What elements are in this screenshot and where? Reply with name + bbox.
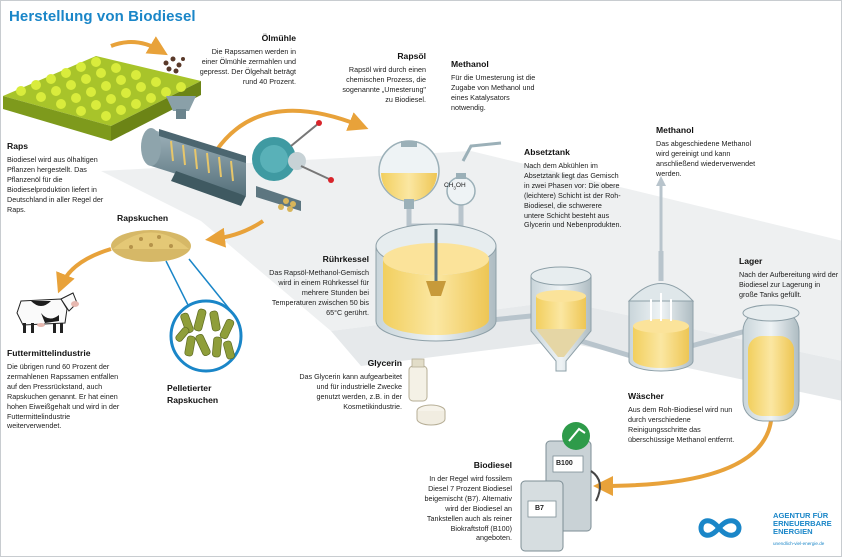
logo-text: AGENTUR FÜR ERNEUERBARE ENERGIEN <box>773 511 832 536</box>
page-title: Herstellung von Biodiesel <box>9 8 196 25</box>
settling-tank <box>530 266 592 372</box>
storage-tank <box>742 304 800 422</box>
rapeseed-oil-flask <box>378 140 440 209</box>
label-futtermittelindustrie: Futtermittelindustrie Die übrigen rund 6… <box>7 348 120 431</box>
methanol-formula: CH3OH <box>444 182 466 191</box>
label-ruehrkessel: Rührkessel Das Rapsöl-Methanol-Gemisch w… <box>269 254 369 317</box>
label-absetztank: Absetztank Nach dem Abkühlen im Absetzta… <box>524 147 622 230</box>
methanol-return-pipe <box>656 176 666 279</box>
washer-tank <box>627 283 695 372</box>
pellet-magnifier <box>165 258 243 373</box>
label-glycerin: Glycerin Das Glycerin kann aufgearbeitet… <box>299 358 402 411</box>
arrow-mill-to-cake <box>205 219 265 248</box>
arrow-storage-to-pump <box>593 420 773 496</box>
fuel-pump-icon <box>520 422 601 552</box>
pump-label-b7: B7 <box>535 505 544 512</box>
oil-mill-machine <box>141 96 334 212</box>
glycerin-products <box>408 358 446 426</box>
cow-icon <box>16 292 79 333</box>
arrow-cake-to-cow <box>56 247 112 294</box>
label-raps: Raps Biodiesel wird aus ölhaltigen Pflan… <box>7 141 104 214</box>
label-waescher: Wäscher Aus dem Roh-Biodiesel wird nun d… <box>628 391 735 444</box>
stirred-reactor <box>375 223 497 342</box>
arrow-field-to-mill <box>110 36 168 56</box>
methanol-flask <box>446 141 502 206</box>
label-lager: Lager Nach der Aufbereitung wird der Bio… <box>739 256 839 299</box>
label-methanol-1: Methanol Für die Umesterung ist die Zuga… <box>451 59 536 112</box>
pump-label-b100: B100 <box>556 460 573 467</box>
label-rapsoel: Rapsöl Rapsöl wird durch einen chemische… <box>342 51 426 104</box>
label-rapskuchen: Rapskuchen <box>117 213 169 223</box>
label-oelmuehle: Ölmühle Die Rapssamen werden in einer Öl… <box>199 33 296 86</box>
label-pelletierter-rapskuchen: Pelletierter Rapskuchen <box>167 383 219 405</box>
label-methanol-2: Methanol Das abgeschiedene Methanol wird… <box>656 125 756 178</box>
rapeseed-cake-pile <box>111 230 191 262</box>
logo-url: unendlich-viel-energie.de <box>773 541 825 546</box>
label-biodiesel: Biodiesel In der Regel wird fossilem Die… <box>424 460 513 543</box>
arrow-mill-to-oil <box>214 108 369 153</box>
rapeseed-grains <box>163 56 185 74</box>
infinity-logo-icon <box>698 518 742 538</box>
